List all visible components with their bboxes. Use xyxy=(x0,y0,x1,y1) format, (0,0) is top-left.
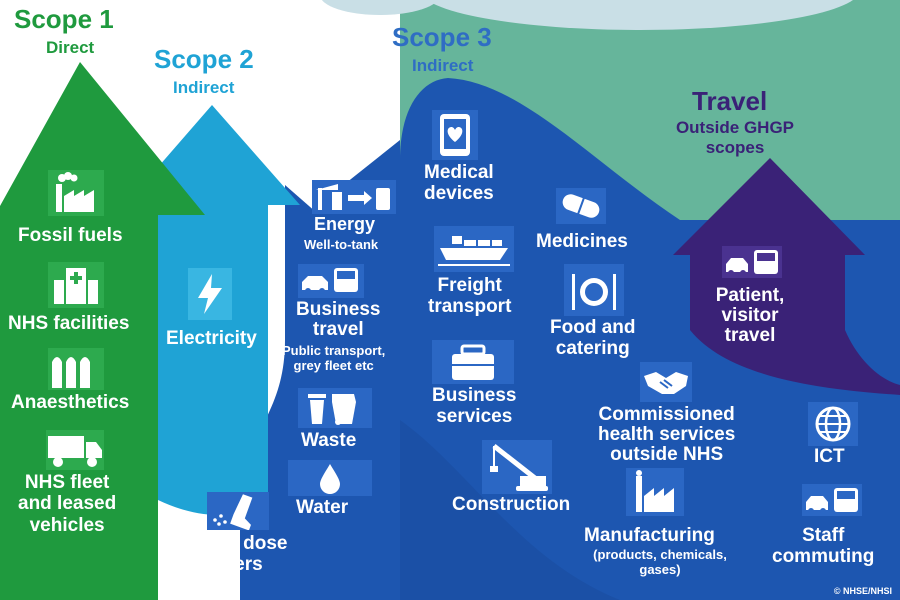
scope2-title: Scope 2 xyxy=(154,44,254,74)
manufacturing-factory-icon xyxy=(626,468,684,516)
waste-label: Waste xyxy=(301,430,357,451)
freight-label-line: transport xyxy=(428,295,512,317)
water-label: Water xyxy=(296,497,349,518)
manufacturing-detail-line: (products, chemicals, xyxy=(593,547,727,562)
nhs-fleet-label: NHS fleet and leased vehicles xyxy=(18,472,116,536)
patient-visitor-travel-label: Patient, visitor travel xyxy=(710,286,790,346)
lightning-icon xyxy=(188,268,232,320)
ict-label: ICT xyxy=(814,446,845,467)
manufacturing-detail-line: gases) xyxy=(639,561,681,577)
briefcase-icon xyxy=(432,340,514,384)
business-services-label-line: services xyxy=(436,405,513,427)
business-travel-label-line: travel xyxy=(312,318,364,340)
commissioned-label-line: Commissioned xyxy=(598,404,735,425)
tablet-heart-icon xyxy=(432,110,478,160)
commissioned-label-line: health services xyxy=(598,423,736,445)
staff-commuting-label-line: commuting xyxy=(772,545,875,567)
electricity-label: Electricity xyxy=(166,328,257,349)
fossil-fuels-label: Fossil fuels xyxy=(18,225,123,246)
factory-icon xyxy=(48,170,104,216)
business-travel-detail-line: grey fleet etc xyxy=(293,357,374,373)
inhalers-label-line: Metered dose xyxy=(165,533,288,554)
nhs-facilities-label: NHS facilities xyxy=(8,313,130,334)
cargo-ship-icon xyxy=(434,226,514,272)
inhaler-icon xyxy=(207,492,269,530)
scope3-arrow-shadow xyxy=(400,420,620,600)
business-travel-detail-line: Public transport, xyxy=(282,343,386,358)
staff-commuting-label: Staff commuting xyxy=(772,525,875,568)
patient-travel-label-line: travel xyxy=(724,324,776,346)
gas-cylinders-icon xyxy=(48,348,104,390)
staff-commuting-label-line: Staff xyxy=(802,525,845,546)
scope1-title: Scope 1 xyxy=(14,4,114,34)
globe-icon xyxy=(808,402,858,446)
energy-detail: Well-to-tank xyxy=(304,237,379,252)
staff-commuting-vehicles-icon xyxy=(802,484,862,516)
copyright-credit: © NHSE/NHSI xyxy=(833,586,892,596)
scope1-subtitle: Direct xyxy=(46,38,95,57)
scope3-title: Scope 3 xyxy=(392,22,492,52)
patient-travel-label-line: visitor xyxy=(721,304,779,326)
travel-subtitle-line: scopes xyxy=(705,137,765,157)
business-travel-detail: Public transport, grey fleet etc xyxy=(282,343,386,374)
crane-icon xyxy=(482,440,552,494)
medicines-label: Medicines xyxy=(536,231,628,252)
food-label: Food and catering xyxy=(550,317,636,359)
bins-icon xyxy=(298,388,372,428)
business-services-label-line: Business xyxy=(432,385,517,406)
nhs-fleet-label-line: vehicles xyxy=(29,514,105,536)
medical-devices-label-line: Medical xyxy=(424,162,494,183)
food-label-line: Food and xyxy=(550,317,636,338)
medical-devices-label-line: devices xyxy=(424,182,494,204)
travel-title: Travel xyxy=(692,86,768,116)
cloud-shape-small xyxy=(321,0,439,15)
travel-subtitle: Outside GHGP scopes xyxy=(660,118,810,157)
nhs-fleet-label-line: NHS fleet xyxy=(24,472,110,493)
travel-arrow xyxy=(673,158,900,395)
scope3-subtitle: Indirect xyxy=(412,56,474,75)
business-travel-label: Business travel xyxy=(296,300,380,340)
hospital-icon xyxy=(48,262,104,308)
water-drop-icon xyxy=(288,460,372,496)
plate-cutlery-icon xyxy=(564,264,624,316)
pump-to-fuel-icon xyxy=(312,180,396,214)
inhalers-label: Metered dose inhalers xyxy=(165,533,288,576)
capsule-icon xyxy=(556,188,606,224)
handshake-icon xyxy=(640,362,692,402)
patient-travel-vehicles-icon xyxy=(722,246,782,278)
energy-label: Energy xyxy=(314,214,376,234)
cloud-shape xyxy=(427,0,853,30)
business-services-label: Business services xyxy=(432,385,517,427)
construction-label: Construction xyxy=(452,494,571,515)
nhs-fleet-label-line: and leased xyxy=(18,493,117,515)
truck-icon xyxy=(46,430,104,470)
inhalers-label-line: inhalers xyxy=(189,553,263,575)
scope2-subtitle: Indirect xyxy=(173,78,235,97)
manufacturing-detail: (products, chemicals, gases) xyxy=(578,547,742,578)
patient-travel-label-line: Patient, xyxy=(715,285,785,306)
commissioned-label: Commissioned health services outside NHS xyxy=(598,405,735,464)
manufacturing-label: Manufacturing xyxy=(584,525,715,546)
car-and-bus-icon xyxy=(298,264,364,298)
anaesthetics-label: Anaesthetics xyxy=(11,392,130,413)
freight-label-line: Freight xyxy=(437,275,502,296)
freight-label: Freight transport xyxy=(428,275,512,317)
medical-devices-label: Medical devices xyxy=(424,162,494,204)
travel-subtitle-line: Outside GHGP xyxy=(675,118,795,137)
commissioned-label-line: outside NHS xyxy=(610,443,724,465)
food-label-line: catering xyxy=(555,337,630,359)
business-travel-label-line: Business xyxy=(296,299,381,320)
